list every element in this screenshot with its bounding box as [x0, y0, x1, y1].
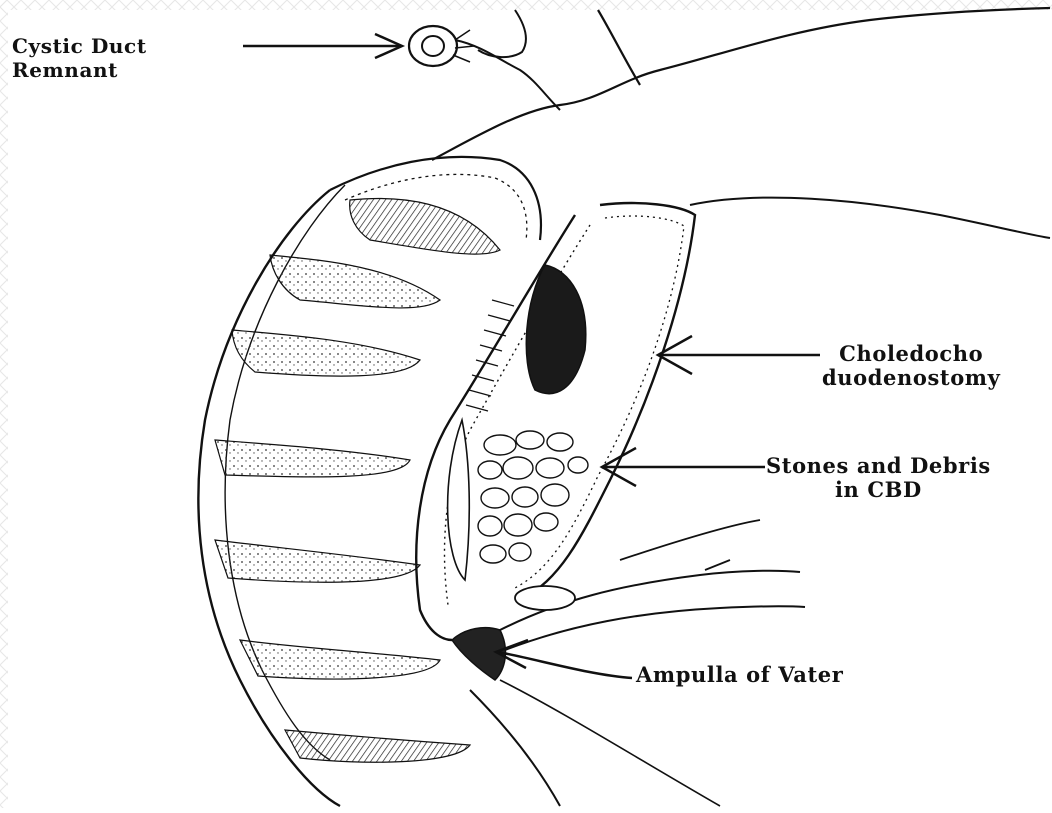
left-border-texture [0, 0, 8, 808]
label-stones-and-debris: Stones and Debris in CBD [766, 454, 991, 502]
duodenum-lower-wall-2 [500, 680, 720, 806]
label-stones-line2: in CBD [766, 478, 991, 502]
duodenal-lumen-sliver [448, 420, 470, 580]
mucosal-fold-7 [285, 730, 470, 762]
mucosal-fold-5 [215, 540, 420, 582]
stones-cluster [478, 431, 588, 563]
mucosal-fold-3 [232, 330, 420, 376]
pancreatic-duct-lower [505, 606, 805, 650]
arrow-choledocho [658, 336, 820, 374]
liver-lower-edge [690, 198, 1050, 238]
arrow-stones [602, 448, 765, 486]
mucosal-fold-2 [270, 255, 440, 308]
mucosal-fold-6 [240, 640, 440, 679]
duodenum-lower-wall [470, 690, 560, 806]
arrow-cystic-duct [243, 34, 402, 58]
pancreatic-branch [620, 520, 760, 570]
cystic-duct-lumen [422, 36, 444, 56]
anastomosis-opening [526, 265, 585, 394]
label-ampulla-of-vater: Ampulla of Vater [636, 663, 843, 687]
label-cystic-duct-remnant: Cystic Duct Remnant [12, 34, 147, 82]
liver-fissure [598, 10, 640, 85]
label-ampulla-line1: Ampulla of Vater [636, 663, 843, 687]
pancreatic-duct-loop [515, 586, 575, 610]
label-stones-line1: Stones and Debris [766, 454, 991, 478]
mucosal-fold-4 [215, 440, 410, 477]
mucosal-fold-1 [350, 198, 500, 254]
label-cystic-duct-line1: Cystic Duct [12, 34, 147, 58]
label-choledocho-line1: Choledocho [822, 342, 1000, 366]
cystic-duct-stalk [455, 40, 560, 110]
top-border-texture [0, 0, 1052, 10]
label-cystic-duct-line2: Remnant [12, 58, 147, 82]
label-choledocho-duodenostomy: Choledocho duodenostomy [822, 342, 1000, 390]
label-choledocho-line2: duodenostomy [822, 366, 1000, 390]
